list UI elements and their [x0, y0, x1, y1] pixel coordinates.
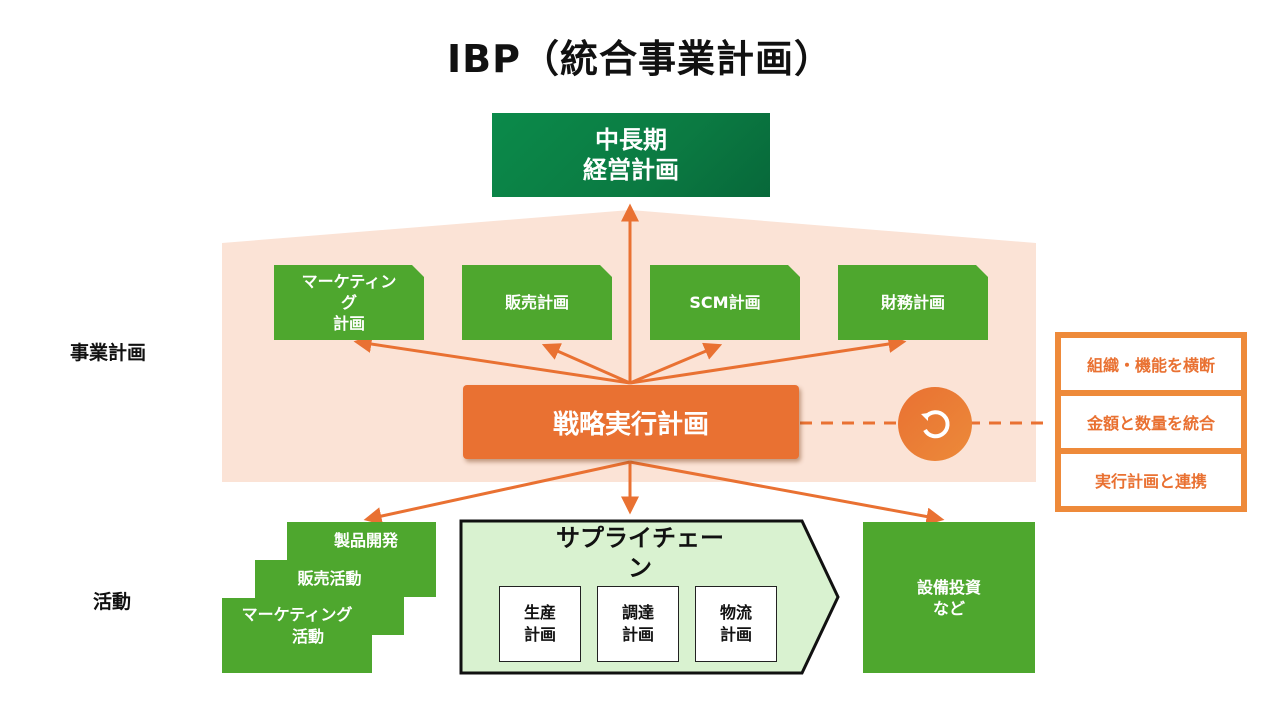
arrow-to-sales-plan — [541, 343, 631, 385]
logistics-plan-line2: 計画 — [719, 625, 752, 644]
logistics-plan-box: 物流 計画 — [695, 586, 777, 662]
production-plan-line1: 生産 — [523, 603, 556, 622]
equipment-investment-line1: 設備投資 — [916, 577, 981, 597]
production-plan-line2: 計画 — [523, 625, 556, 644]
marketing-plan-line3: 計画 — [332, 314, 365, 333]
page-title: IBP（統合事業計画） — [447, 37, 833, 81]
mid-long-term-line2: 経営計画 — [583, 156, 679, 184]
strategy-execution-plan-label: 戦略実行計画 — [552, 409, 709, 440]
procurement-plan-line2: 計画 — [621, 625, 654, 644]
sales-plan-box: 販売計画 — [462, 265, 612, 340]
sales-activity-label: 販売活動 — [297, 569, 362, 588]
logistics-plan-line1: 物流 — [719, 603, 752, 622]
supply-chain-title-line1: サプライチェー — [556, 524, 724, 552]
scm-plan-box: SCM計画 — [650, 265, 800, 340]
feature-cross-org: 組織・機能を横断 — [1061, 338, 1241, 390]
strategy-execution-plan-box: 戦略実行計画 — [463, 385, 799, 459]
label-business-plan: 事業計画 — [70, 342, 147, 364]
marketing-activity-line1: マーケティング — [241, 605, 353, 624]
feature-execution-link: 実行計画と連携 — [1061, 454, 1241, 506]
cycle-arrow-icon — [921, 410, 950, 439]
feature-amount-quantity: 金額と数量を統合 — [1061, 396, 1241, 448]
arrow-to-finance-plan — [629, 335, 907, 385]
features-panel: 組織・機能を横断 金額と数量を統合 実行計画と連携 — [1055, 332, 1247, 512]
marketing-plan-box: マーケティン グ 計画 — [274, 265, 424, 340]
equipment-investment-line2: など — [932, 598, 965, 618]
arrow-to-product-dev — [363, 460, 631, 525]
marketing-plan-line1: マーケティン — [301, 272, 397, 291]
scm-plan-label: SCM計画 — [689, 293, 761, 312]
equipment-investment-box: 設備投資 など — [863, 522, 1035, 673]
arrow-to-scm-plan — [629, 342, 723, 385]
supply-chain-title: サプライチェー ン — [462, 523, 818, 583]
label-activities: 活動 — [93, 591, 132, 613]
finance-plan-box: 財務計画 — [838, 265, 988, 340]
marketing-plan-line2: グ — [340, 293, 357, 312]
refresh-cycle-icon — [898, 387, 972, 461]
finance-plan-label: 財務計画 — [880, 293, 945, 312]
sales-plan-label: 販売計画 — [504, 293, 569, 312]
marketing-activity-line2: 活動 — [291, 627, 324, 646]
product-development-label: 製品開発 — [333, 531, 398, 550]
arrow-to-equipment — [629, 460, 945, 526]
marketing-activity-box: マーケティング 活動 — [222, 598, 372, 673]
procurement-plan-box: 調達 計画 — [597, 586, 679, 662]
mid-long-term-plan-box: 中長期 経営計画 — [492, 113, 770, 197]
mid-long-term-line1: 中長期 — [595, 126, 667, 154]
production-plan-box: 生産 計画 — [499, 586, 581, 662]
arrow-to-marketing-plan — [353, 335, 631, 385]
product-development-box: 製品開発 — [287, 522, 436, 597]
supply-chain-title-line2: ン — [628, 554, 652, 582]
procurement-plan-line1: 調達 — [621, 603, 654, 622]
